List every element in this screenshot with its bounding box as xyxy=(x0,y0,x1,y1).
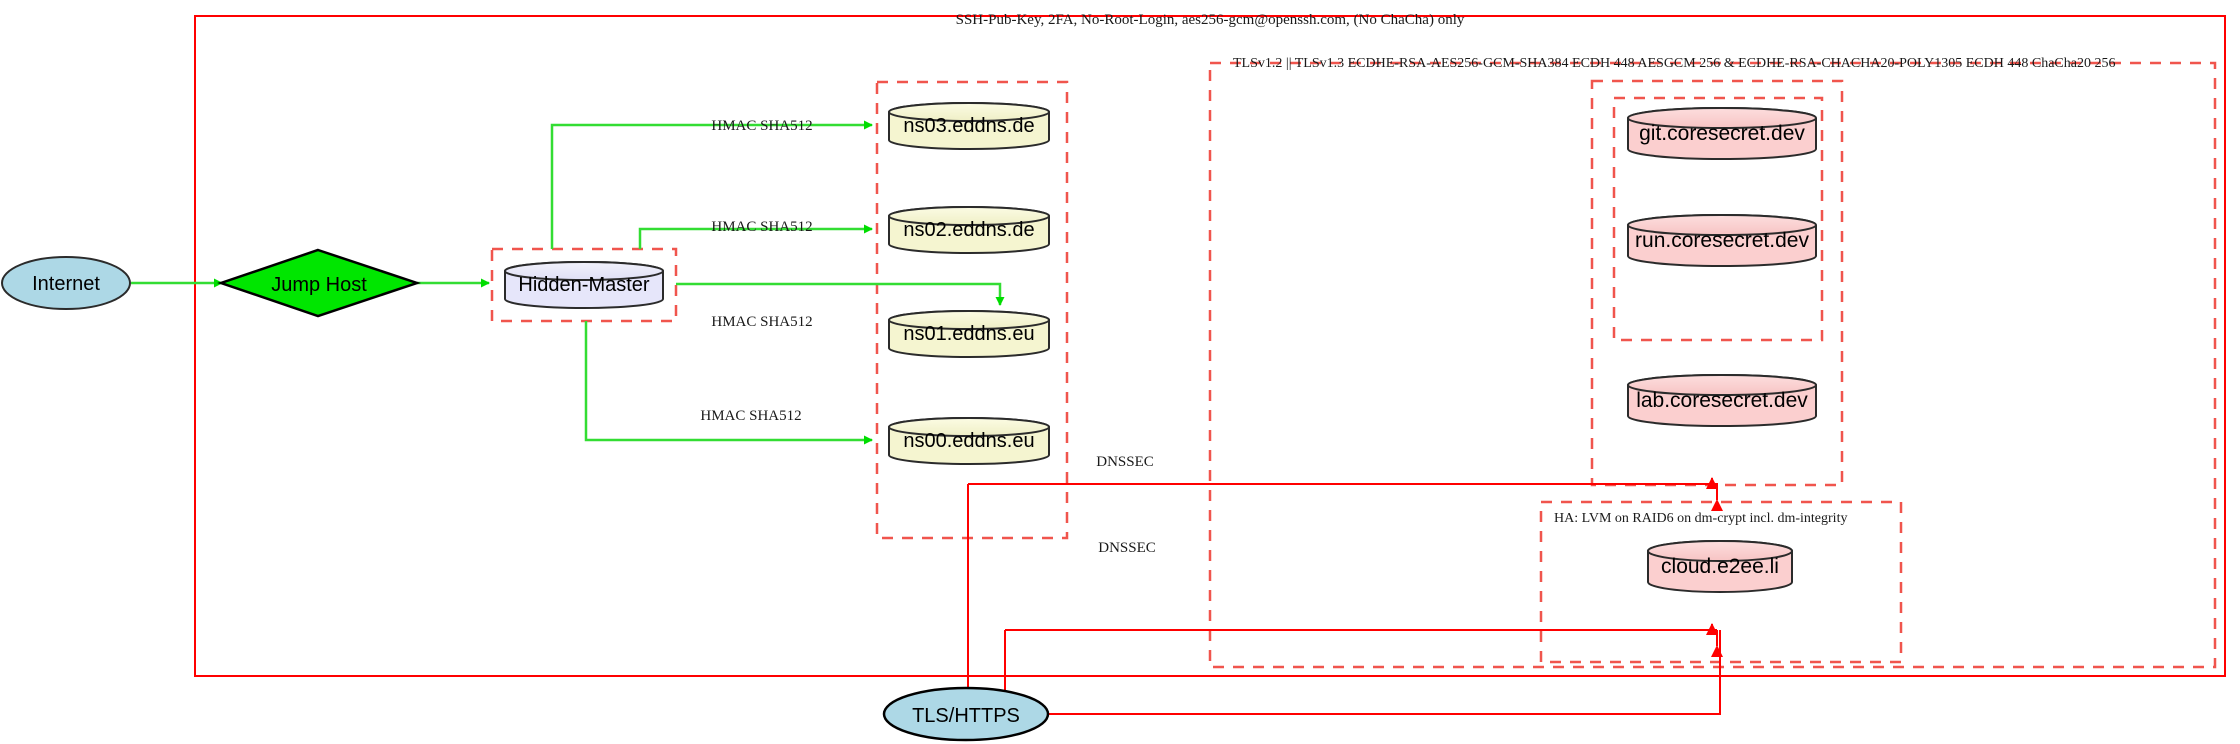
ha-cluster-label: HA: LVM on RAID6 on dm-crypt incl. dm-in… xyxy=(1554,511,1847,526)
node-ns02-label: ns02.eddns.de xyxy=(903,219,1034,241)
edge-hidden-master-to-ns03 xyxy=(550,120,873,249)
node-ns01-label: ns01.eddns.eu xyxy=(903,323,1034,345)
edge-tls-https-to-frame xyxy=(1049,630,1721,715)
tls-https-ellipse xyxy=(882,686,1050,742)
node-ns03-label: ns03.eddns.de xyxy=(903,115,1034,137)
edge-dnssec-upper-arrow xyxy=(1003,483,1723,511)
coresecret-cluster-box-inner xyxy=(1612,96,1824,342)
ns01-cylinder-top xyxy=(888,310,1050,330)
edge-label-hmac-ns00: HMAC SHA512 xyxy=(700,408,801,424)
node-cloud-label: cloud.e2ee.li xyxy=(1661,555,1779,578)
edge-dnssec-lower-to-ha xyxy=(1005,623,1718,635)
node-ns03[interactable]: ns03.eddns.de xyxy=(888,102,1050,150)
git-cylinder-top xyxy=(1627,107,1817,129)
node-run-label: run.coresecret.dev xyxy=(1635,229,1809,252)
edge-hidden-master-to-ns00 xyxy=(584,321,873,445)
ssh-zone-frame xyxy=(194,15,2226,677)
node-run-coresecret[interactable]: run.coresecret.dev xyxy=(1627,214,1817,267)
node-tls-https[interactable]: TLS/HTTPS xyxy=(882,686,1050,742)
edge-dnssec-upper-path xyxy=(967,483,1718,629)
tls-cluster-box xyxy=(1208,61,2217,669)
hidden-master-cylinder-top xyxy=(504,261,664,281)
edge-hidden-master-to-ns01 xyxy=(676,282,1005,306)
node-hidden-master-label: Hidden-Master xyxy=(518,274,650,296)
edge-hidden-master-to-ns02 xyxy=(638,224,873,249)
node-ns00-label: ns00.eddns.eu xyxy=(903,430,1034,452)
edge-label-hmac-ns03: HMAC SHA512 xyxy=(711,118,812,134)
node-internet-label: Internet xyxy=(32,273,100,295)
edge-label-dnssec-upper: DNSSEC xyxy=(1096,454,1154,470)
edge-label-hmac-ns02: HMAC SHA512 xyxy=(711,219,812,235)
node-ns02[interactable]: ns02.eddns.de xyxy=(888,206,1050,254)
ssh-zone-label: SSH-Pub-Key, 2FA, No-Root-Login, aes256-… xyxy=(956,12,1465,28)
tls-cluster-label: TLSv1.2 || TLSv1.3 ECDHE-RSA-AES256-GCM-… xyxy=(1233,56,2115,71)
lab-cylinder-top xyxy=(1627,374,1817,396)
node-lab-coresecret[interactable]: lab.coresecret.dev xyxy=(1627,374,1817,427)
cloud-cylinder-top xyxy=(1647,540,1793,562)
edge-label-dnssec-lower: DNSSEC xyxy=(1098,540,1156,556)
node-internet[interactable]: Internet xyxy=(1,256,131,310)
node-tls-https-label: TLS/HTTPS xyxy=(912,705,1020,727)
run-cylinder-top xyxy=(1627,214,1817,236)
dns-cluster-box xyxy=(875,80,1069,540)
internet-ellipse xyxy=(1,256,131,310)
node-git-coresecret[interactable]: git.coresecret.dev xyxy=(1627,107,1817,160)
node-jump-host-label: Jump Host xyxy=(271,274,367,296)
edge-dnssec-lower-path xyxy=(1004,629,1717,716)
node-jump-host[interactable]: Jump Host xyxy=(217,248,421,318)
edge-dnssec-upper-to-coresecret xyxy=(968,477,1718,489)
node-lab-label: lab.coresecret.dev xyxy=(1636,389,1808,412)
ns02-cylinder-top xyxy=(888,206,1050,226)
node-cloud-e2ee[interactable]: cloud.e2ee.li xyxy=(1647,540,1793,593)
node-hidden-master[interactable]: Hidden-Master xyxy=(504,261,664,309)
edge-label-hmac-ns01: HMAC SHA512 xyxy=(711,314,812,330)
ns00-cylinder-top xyxy=(888,417,1050,437)
jump-host-diamond xyxy=(217,248,421,318)
ns03-cylinder-top xyxy=(888,102,1050,122)
coresecret-cluster-box-outer xyxy=(1590,79,1844,487)
node-git-label: git.coresecret.dev xyxy=(1639,122,1805,145)
node-ns01[interactable]: ns01.eddns.eu xyxy=(888,310,1050,358)
node-ns00[interactable]: ns00.eddns.eu xyxy=(888,417,1050,465)
